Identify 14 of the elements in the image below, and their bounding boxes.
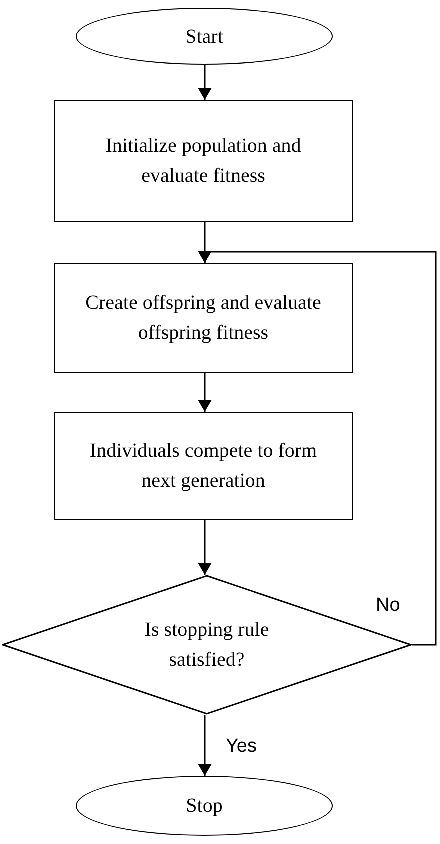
arrow	[198, 65, 212, 100]
arrow	[198, 715, 212, 776]
node-text: Is stopping rule satisfied?	[144, 618, 270, 673]
process-box	[54, 100, 353, 222]
node-text: Create offspring and evaluate offspring fitness	[84, 291, 322, 346]
arrow	[198, 520, 212, 575]
arrow	[198, 373, 212, 412]
node-text: Initialize population and evaluate fitness	[104, 134, 302, 189]
node-text: Stop	[186, 794, 223, 819]
node-text: Start	[186, 24, 224, 50]
node-text: Individuals compete to form next generation	[88, 439, 318, 494]
arrow	[198, 251, 437, 646]
process-box	[54, 412, 353, 520]
process-box	[54, 263, 353, 373]
